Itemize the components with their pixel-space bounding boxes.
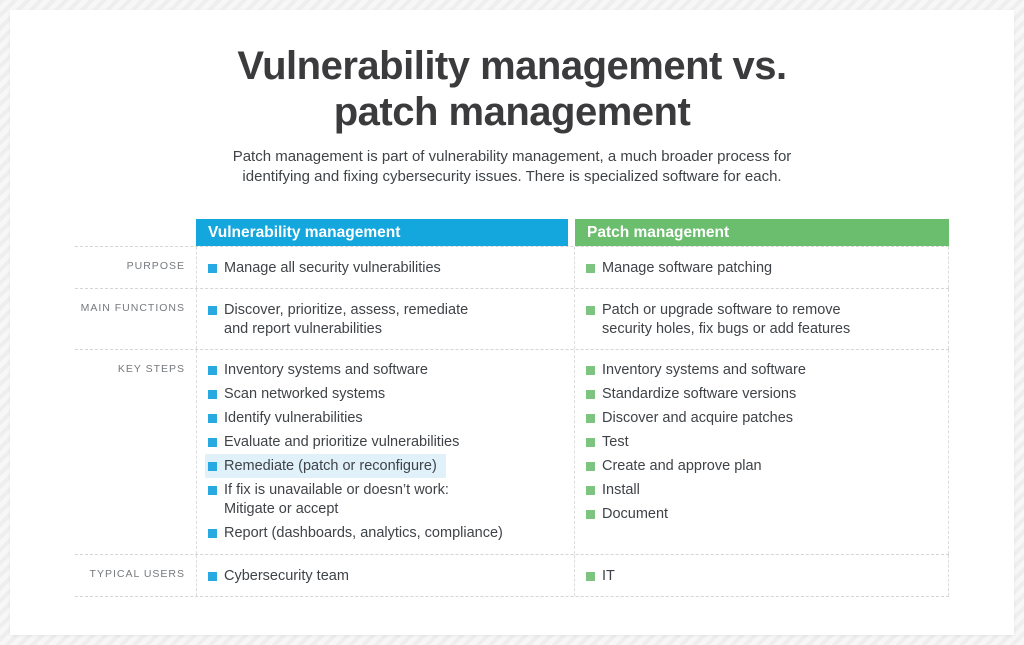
patch-list-item: Manage software patching	[586, 256, 772, 280]
table-header-row: Vulnerability management Patch managemen…	[75, 219, 949, 246]
vulnerability-list-item: If fix is unavailable or doesn’t work: M…	[208, 478, 449, 521]
patch-list-item: Patch or upgrade software to remove secu…	[586, 298, 850, 341]
table-row-typical-users: TYPICAL USERS Cybersecurity team IT	[75, 554, 949, 596]
green-square-bullet-icon	[586, 571, 595, 581]
column-gap	[568, 555, 575, 596]
patch-management-cell: Manage software patching	[575, 247, 949, 288]
column-header-vulnerability-management: Vulnerability management	[196, 219, 568, 246]
patch-list-item: Create and approve plan	[586, 454, 762, 478]
green-square-bullet-icon	[586, 263, 595, 273]
patch-list-item: Inventory systems and software	[586, 358, 806, 382]
green-square-bullet-icon	[586, 509, 595, 519]
column-gap	[568, 247, 575, 288]
comparison-table: Vulnerability management Patch managemen…	[75, 219, 949, 597]
vulnerability-list-item: Evaluate and prioritize vulnerabilities	[208, 430, 459, 454]
blue-square-bullet-icon	[208, 365, 217, 375]
page-subtitle: Patch management is part of vulnerabilit…	[10, 147, 1014, 187]
page-subtitle-line1: Patch management is part of vulnerabilit…	[232, 148, 792, 165]
blue-square-bullet-icon	[208, 413, 217, 423]
bullet-text: Inventory systems and software	[224, 361, 428, 378]
blue-square-bullet-icon	[208, 437, 217, 447]
patch-management-cell: IT	[575, 555, 949, 596]
page-title: Vulnerability management vs.patch manage…	[10, 10, 1014, 135]
bullet-text: Manage software patching	[602, 259, 773, 276]
bullet-text: Remediate (patch or reconfigure)	[224, 457, 437, 474]
vulnerability-list-item: Identify vulnerabilities	[208, 406, 363, 430]
bullet-text: Test	[602, 433, 629, 450]
blue-square-bullet-icon	[208, 528, 217, 538]
column-gap	[568, 289, 575, 349]
vulnerability-list-item: Inventory systems and software	[208, 358, 428, 382]
patch-list-item: Document	[586, 502, 668, 526]
blue-square-bullet-icon	[208, 485, 217, 495]
vulnerability-list-item: Report (dashboards, analytics, complianc…	[208, 521, 503, 545]
table-row-purpose: PURPOSE Manage all security vulnerabiliti…	[75, 246, 949, 288]
bullet-text: Inventory systems and software	[602, 361, 806, 378]
vulnerability-list-item: Remediate (patch or reconfigure)	[205, 454, 446, 478]
infographic-card: Vulnerability management vs.patch manage…	[10, 10, 1014, 635]
vulnerability-list-item: Manage all security vulnerabilities	[208, 256, 441, 280]
patch-list-item: IT	[586, 564, 615, 588]
green-square-bullet-icon	[586, 365, 595, 375]
row-label-typical-users: TYPICAL USERS	[89, 568, 185, 580]
row-label-purpose: PURPOSE	[126, 260, 185, 272]
row-label-main-functions: MAIN FUNCTIONS	[80, 302, 185, 314]
vulnerability-list-item: Scan networked systems	[208, 382, 385, 406]
blue-square-bullet-icon	[208, 305, 217, 315]
blue-square-bullet-icon	[208, 461, 217, 471]
green-square-bullet-icon	[586, 305, 595, 315]
blue-square-bullet-icon	[208, 571, 217, 581]
green-square-bullet-icon	[586, 413, 595, 423]
blue-square-bullet-icon	[208, 263, 217, 273]
bullet-text: Discover, prioritize, assess, remediate …	[224, 301, 469, 337]
green-square-bullet-icon	[586, 485, 595, 495]
bullet-text: Install	[602, 481, 640, 498]
table-body: PURPOSE Manage all security vulnerabiliti…	[75, 246, 949, 596]
vulnerability-list-item: Discover, prioritize, assess, remediate …	[208, 298, 468, 341]
table-row-main-functions: MAIN FUNCTIONS Discover, prioritize, asse…	[75, 288, 949, 349]
bullet-text: IT	[602, 567, 615, 584]
bullet-text: Document	[602, 505, 669, 522]
vulnerability-management-cell: Manage all security vulnerabilities	[196, 247, 568, 288]
page-title-line2: patch management	[333, 90, 691, 134]
bullet-text: If fix is unavailable or doesn’t work: M…	[224, 481, 449, 517]
patch-list-item: Discover and acquire patches	[586, 406, 793, 430]
bullet-text: Report (dashboards, analytics, complianc…	[224, 524, 503, 541]
bullet-text: Evaluate and prioritize vulnerabilities	[224, 433, 460, 450]
bullet-text: Manage all security vulnerabilities	[224, 259, 441, 276]
vulnerability-management-cell: Cybersecurity team	[196, 555, 568, 596]
blue-square-bullet-icon	[208, 389, 217, 399]
row-label-key-steps: KEY STEPS	[117, 363, 185, 375]
page-subtitle-line2: identifying and fixing cybersecurity iss…	[242, 168, 782, 185]
column-header-patch-management: Patch management	[575, 219, 949, 246]
header-gap	[568, 219, 575, 246]
page-title-line1: Vulnerability management vs.	[237, 44, 787, 88]
bullet-text: Patch or upgrade software to remove secu…	[602, 301, 851, 337]
bullet-text: Standardize software versions	[602, 385, 797, 402]
patch-list-item: Standardize software versions	[586, 382, 796, 406]
patch-list-item: Install	[586, 478, 640, 502]
column-gap	[568, 350, 575, 554]
bullet-text: Identify vulnerabilities	[224, 409, 363, 426]
vulnerability-management-cell: Discover, prioritize, assess, remediate …	[196, 289, 568, 349]
green-square-bullet-icon	[586, 389, 595, 399]
bullet-text: Cybersecurity team	[224, 567, 349, 584]
vulnerability-list-item: Cybersecurity team	[208, 564, 349, 588]
green-square-bullet-icon	[586, 437, 595, 447]
bullet-text: Scan networked systems	[224, 385, 386, 402]
bullet-text: Discover and acquire patches	[602, 409, 794, 426]
patch-list-item: Test	[586, 430, 629, 454]
green-square-bullet-icon	[586, 461, 595, 471]
header-label-spacer	[75, 219, 196, 246]
bullet-text: Create and approve plan	[602, 457, 762, 474]
patch-management-cell: Patch or upgrade software to remove secu…	[575, 289, 949, 349]
